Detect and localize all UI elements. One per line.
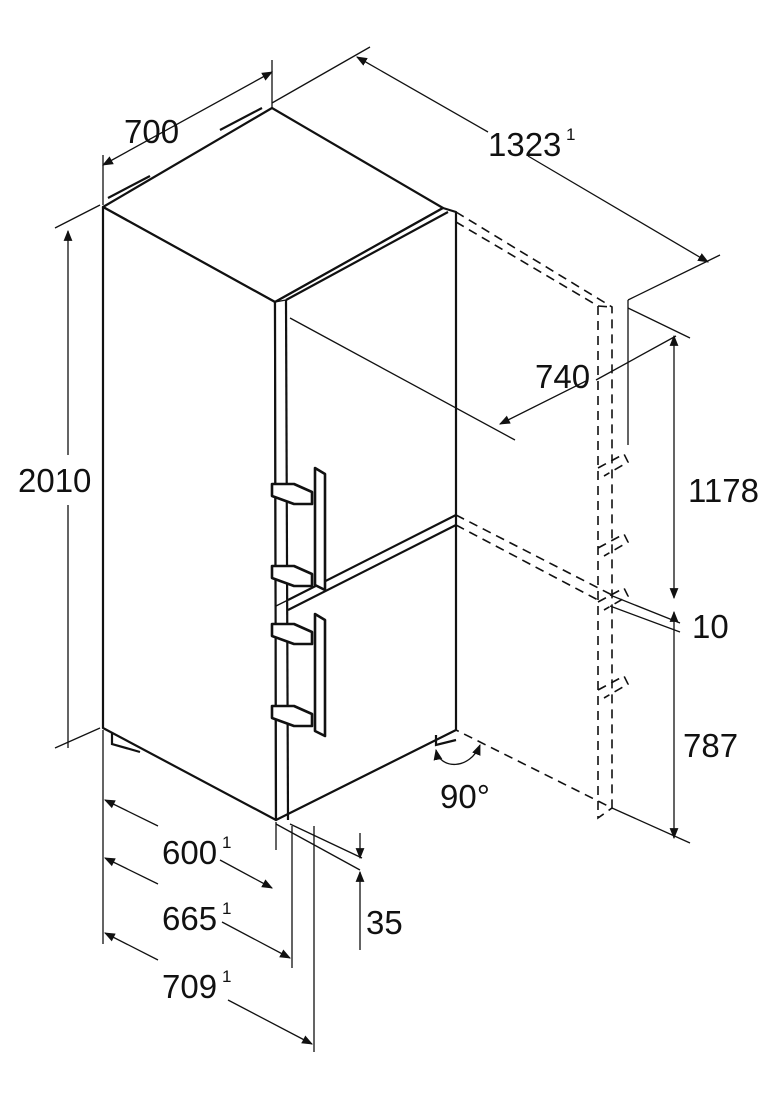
dim-depths-bottom [102,730,365,1052]
label-lower-height: 787 [683,727,738,764]
dim-angle [433,743,481,766]
label-height: 2010 [18,462,91,499]
label-angle: 90° [440,778,490,815]
open-door-outline [455,211,630,820]
label-depth-600: 600 [162,834,217,871]
lower-door-handle [270,612,327,738]
label-depth-665-note: 1 [222,899,231,918]
label-width: 700 [124,113,179,150]
label-depth-open-note: 1 [566,125,575,144]
label-depth-600-note: 1 [222,833,231,852]
dim-depth-open [271,46,721,445]
label-door-depth: 740 [535,358,590,395]
label-depth-665: 665 [162,900,217,937]
label-handle-offset: 35 [366,904,403,941]
dim-door-depth [289,317,677,441]
upper-door-handle [270,466,327,592]
label-gap: 10 [692,608,729,645]
label-depth-709: 709 [162,968,217,1005]
label-depth-709-note: 1 [222,967,231,986]
dim-lower-height [611,610,691,844]
label-depth-open: 1323 [488,126,561,163]
label-upper-height: 1178 [688,472,759,509]
dim-upper-height [627,307,691,600]
dim-height [54,204,101,749]
dim-gap [609,594,681,633]
dim-width [102,60,273,205]
